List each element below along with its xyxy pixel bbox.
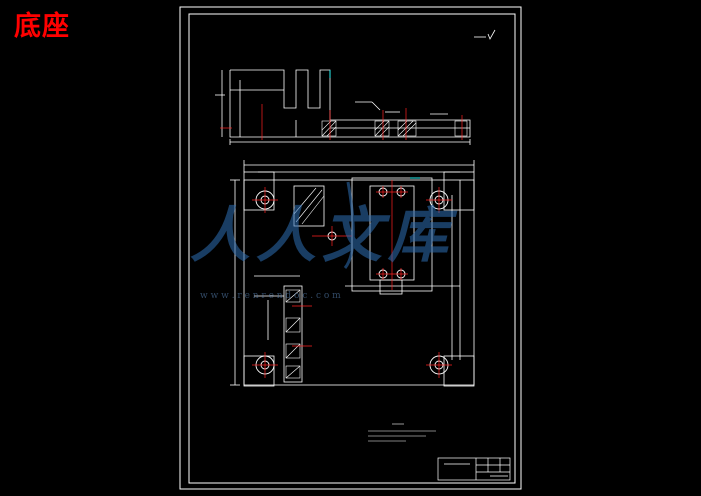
title-block [437, 457, 511, 481]
technical-notes [368, 423, 436, 442]
accent-marks [329, 70, 420, 179]
watermark-logo: 人人文库 [190, 201, 458, 271]
top-view-centerlines [252, 180, 452, 378]
sheet-outer-border [179, 6, 522, 490]
sheet-inner-border [188, 13, 516, 484]
top-view-hatch [285, 187, 325, 379]
top-view [230, 160, 475, 387]
watermark-url: w w w . r e n r e n d o c . c o m [200, 291, 341, 301]
watermark: 人人文库 w w w . r e n r e n d o c . c o m [190, 181, 458, 301]
roughness-mark [474, 29, 496, 40]
page-title: 底座 [14, 11, 70, 42]
front-view-hatch [321, 120, 468, 137]
front-view [215, 69, 471, 145]
front-view-centerlines [220, 104, 463, 140]
